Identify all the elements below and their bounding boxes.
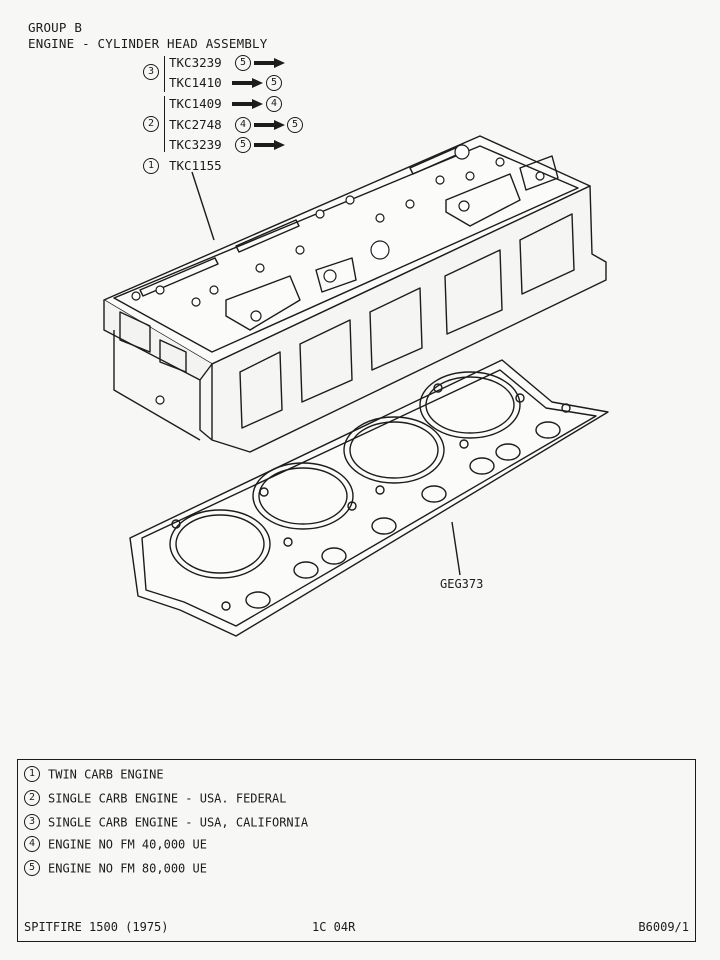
part-number-tkc1409: TKC1409 — [169, 96, 222, 111]
arrow-icon — [254, 58, 285, 68]
callout-marker-4: 4 — [266, 96, 282, 112]
part-number-tkc2748: TKC2748 — [169, 117, 222, 132]
legend-text: ENGINE NO FM 40,000 UE — [48, 837, 207, 852]
legend-marker-1: 1 — [24, 765, 40, 782]
callout-marker-5: 5 — [266, 75, 282, 91]
page-title: ENGINE - CYLINDER HEAD ASSEMBLY — [28, 36, 268, 51]
bracket-group-3 — [164, 56, 165, 92]
callout-marker-2: 2 — [143, 116, 159, 132]
legend-marker-2: 2 — [24, 789, 40, 806]
legend-text: TWIN CARB ENGINE — [48, 767, 164, 782]
arrow-icon — [232, 78, 263, 88]
legend-item: 5 ENGINE NO FM 80,000 UE — [24, 859, 207, 876]
legend-text: SINGLE CARB ENGINE - USA. FEDERAL — [48, 791, 287, 806]
footer-model: SPITFIRE 1500 (1975) — [24, 920, 169, 934]
part-number-tkc1410: TKC1410 — [169, 75, 222, 90]
footer-page: 1C 04R — [312, 920, 356, 934]
legend-marker-3: 3 — [24, 813, 40, 830]
arrow-icon — [254, 140, 285, 150]
callout-marker-5: 5 — [235, 55, 251, 71]
callout-marker-5: 5 — [235, 137, 251, 153]
legend-item: 1 TWIN CARB ENGINE — [24, 765, 164, 782]
callout-marker-4: 4 — [235, 117, 251, 133]
legend-item: 4 ENGINE NO FM 40,000 UE — [24, 835, 207, 852]
gasket-part-number: GEG373 — [440, 577, 484, 591]
leader-line-head — [191, 171, 215, 241]
callout-marker-3: 3 — [143, 64, 159, 80]
arrow-icon — [232, 99, 263, 109]
part-number-tkc1155: TKC1155 — [169, 158, 222, 173]
head-gasket — [129, 359, 609, 637]
legend-text: SINGLE CARB ENGINE - USA, CALIFORNIA — [48, 815, 309, 830]
callout-marker-5: 5 — [287, 117, 303, 133]
legend-item: 3 SINGLE CARB ENGINE - USA, CALIFORNIA — [24, 813, 309, 830]
group-label: GROUP B — [28, 20, 83, 35]
legend-marker-4: 4 — [24, 835, 40, 852]
footer-ref: B6009/1 — [638, 920, 689, 934]
cylinder-head-drawing — [103, 135, 609, 637]
part-number-tkc3239-b: TKC3239 — [169, 137, 222, 152]
callout-marker-1: 1 — [143, 158, 159, 174]
bracket-group-2 — [164, 96, 165, 152]
legend-text: ENGINE NO FM 80,000 UE — [48, 861, 207, 876]
leader-line-gasket — [451, 521, 461, 576]
legend-item: 2 SINGLE CARB ENGINE - USA. FEDERAL — [24, 789, 287, 806]
arrow-icon — [254, 120, 285, 130]
head-exhaust-side — [211, 185, 607, 453]
part-number-tkc3239-a: TKC3239 — [169, 55, 222, 70]
legend-marker-5: 5 — [24, 859, 40, 876]
